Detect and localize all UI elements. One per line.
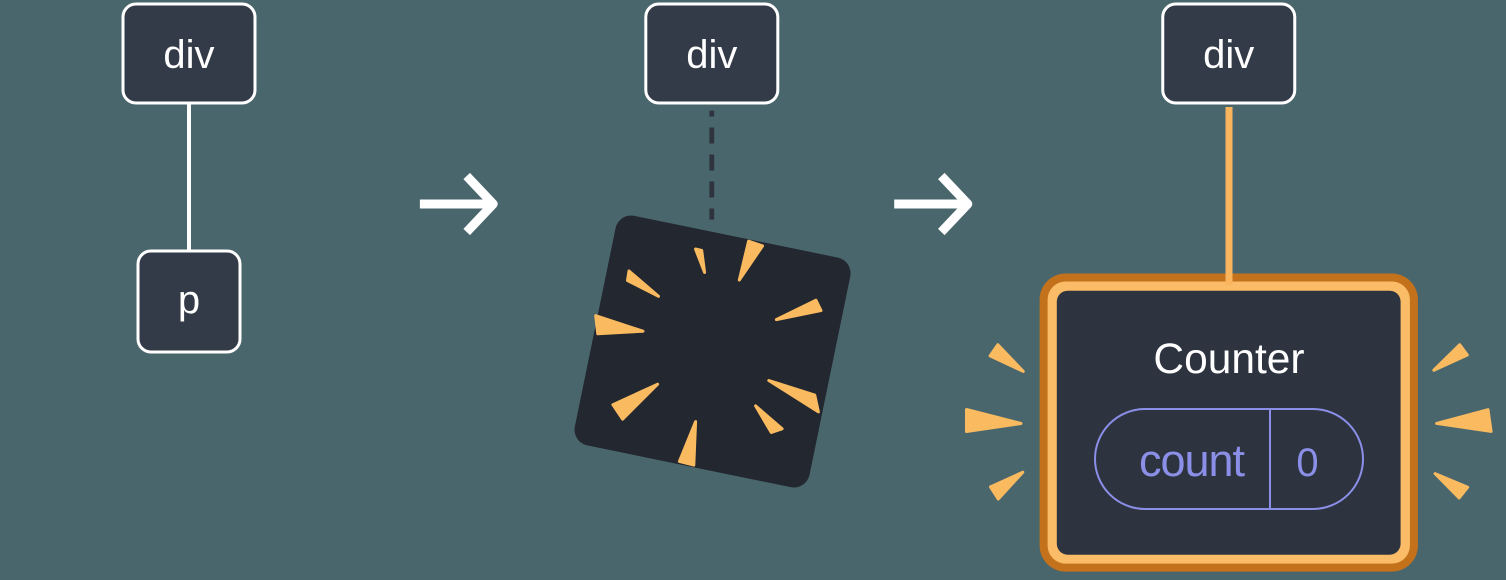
svg-text:div: div <box>163 33 214 77</box>
svg-text:div: div <box>686 33 737 77</box>
svg-text:p: p <box>178 278 200 322</box>
svg-text:0: 0 <box>1296 441 1318 485</box>
svg-text:Counter: Counter <box>1153 336 1304 383</box>
svg-text:div: div <box>1203 33 1254 77</box>
svg-text:count: count <box>1139 435 1246 486</box>
